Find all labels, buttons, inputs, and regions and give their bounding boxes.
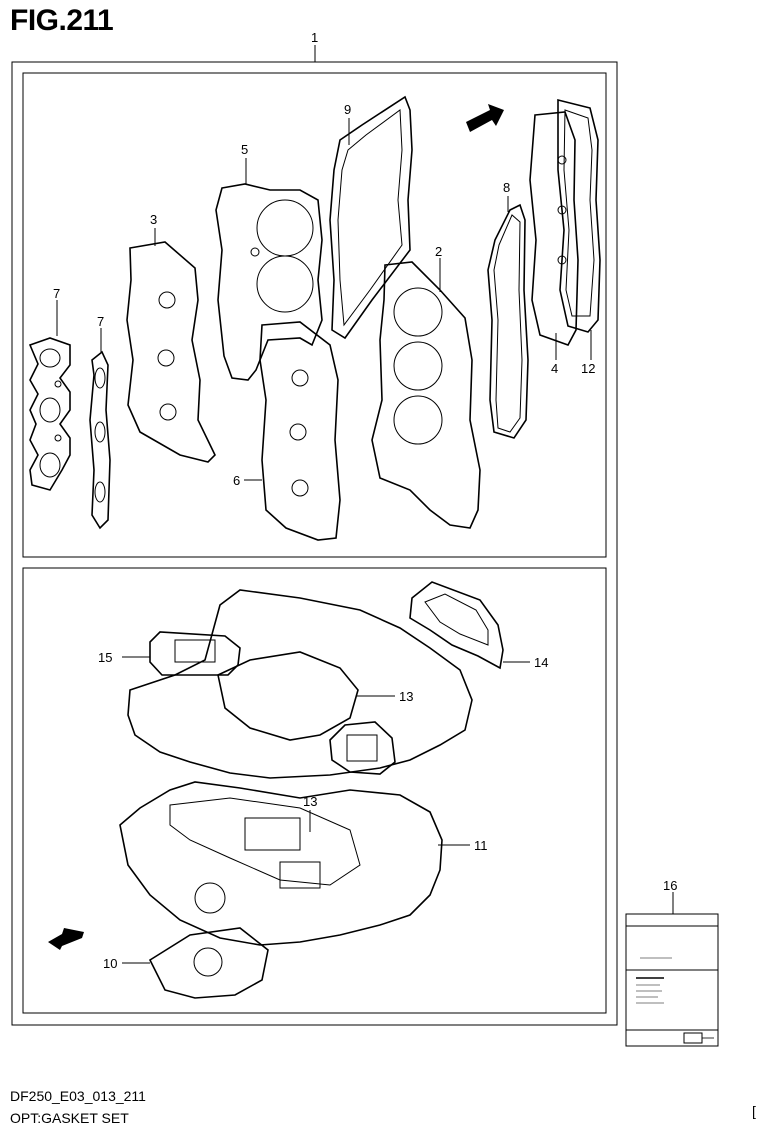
callout-12: 11	[474, 838, 488, 853]
part-17-owners-manual	[625, 892, 719, 1047]
upper-panel	[22, 72, 607, 558]
part-2-head-gasket	[371, 258, 481, 529]
callout-11: 12	[581, 361, 595, 376]
part-16-gasket	[122, 631, 241, 676]
callout-1: 1	[311, 30, 318, 45]
callout-6: 4	[551, 361, 558, 376]
callout-5: 3	[150, 212, 157, 227]
part-14-gasket	[217, 651, 395, 741]
figure-description: OPT:GASKET SET	[10, 1110, 129, 1126]
callout-8: 8	[503, 180, 510, 195]
part-3-head-gasket	[215, 158, 323, 381]
corner-mark: [	[752, 1103, 756, 1119]
part-7-exhaust-gasket	[28, 300, 71, 491]
callout-3: 5	[241, 142, 248, 157]
part-4-cover-gasket	[244, 321, 341, 541]
callout-14: 13	[399, 689, 413, 704]
callout-15: 14	[534, 655, 548, 670]
callout-9: 9	[344, 102, 351, 117]
callout-16: 15	[98, 650, 112, 665]
part-10-gasket	[122, 927, 269, 999]
fwd-arrow-upper	[466, 104, 504, 132]
figure-title: FIG.211	[10, 4, 114, 37]
outer-frame	[11, 61, 618, 1026]
part-6-gasket	[529, 111, 579, 360]
part-12-gasket	[119, 781, 470, 946]
part-small-square-gasket	[329, 721, 396, 775]
callout-4: 6	[233, 473, 240, 488]
callout-2: 2	[435, 244, 442, 259]
part-15-gasket	[409, 581, 530, 670]
part-5-valve-cover-gasket	[126, 228, 216, 463]
callout-7a: 7	[53, 286, 60, 301]
callout-13: 13	[303, 794, 317, 809]
part-7-exhaust-gasket-b	[89, 328, 111, 530]
part-9-gasket	[329, 95, 413, 340]
lower-panel	[22, 567, 607, 1014]
figure-code: DF250_E03_013_211	[10, 1088, 146, 1104]
callout-10: 10	[103, 956, 117, 971]
part-11-gasket	[557, 98, 601, 360]
callout-17: 16	[663, 878, 677, 893]
part-8-gasket	[487, 196, 529, 439]
fwd-arrow-lower	[48, 928, 84, 950]
part-12-upper-gasket	[127, 589, 473, 779]
callout-7b: 7	[97, 314, 104, 329]
